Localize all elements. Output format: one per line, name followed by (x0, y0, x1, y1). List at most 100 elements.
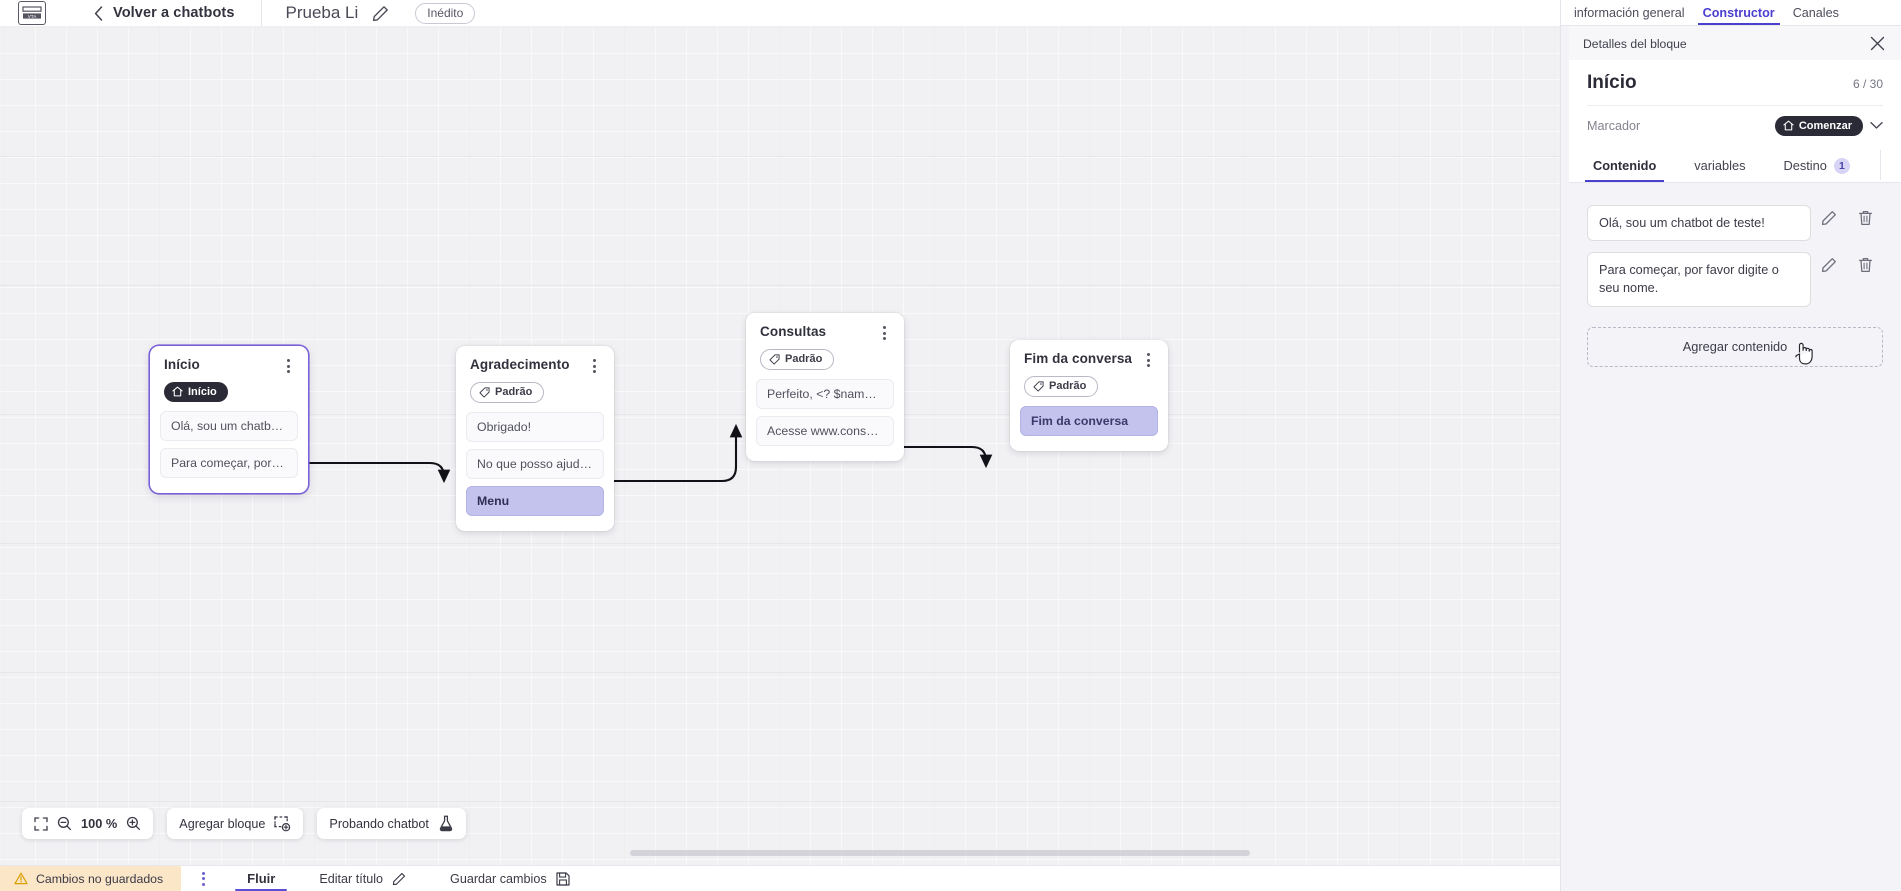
badge-label: Início (188, 385, 217, 398)
node-badge-row: Padrão (1010, 369, 1168, 406)
node-message-end[interactable]: Fim da conversa (1020, 405, 1158, 436)
canvas-horizontal-scrollbar[interactable] (0, 849, 1560, 857)
tab-fluir[interactable]: Fluir (225, 866, 297, 891)
tab-destino-label: Destino (1783, 158, 1827, 173)
badge-label: Padrão (785, 353, 823, 365)
trash-icon[interactable] (1847, 210, 1883, 226)
top-divider (260, 0, 262, 26)
content-text[interactable]: Olá, sou um chatbot de teste! (1587, 204, 1811, 241)
right-panel: información general Constructor Canales … (1560, 0, 1901, 891)
tag-icon (479, 386, 490, 398)
node-message[interactable]: Obrigado! (466, 411, 604, 442)
pencil-icon[interactable] (1811, 257, 1847, 273)
node-header: Agradecimento (456, 346, 614, 375)
warning-icon (14, 872, 28, 885)
node-message[interactable]: Perfeito, <? $name ?>! (756, 378, 894, 409)
vtex-logo: VTA (18, 1, 46, 25)
badge-default[interactable]: Padrão (1024, 376, 1099, 397)
pencil-icon[interactable] (372, 5, 389, 22)
node-menu-icon[interactable] (280, 357, 296, 375)
flow-node-agradecimento[interactable]: Agradecimento Padrão Obrigado! No que po… (456, 346, 614, 531)
trash-icon[interactable] (1847, 257, 1883, 273)
node-message[interactable]: Para começar, por favor digite o ... (160, 448, 298, 478)
save-icon (556, 871, 570, 886)
marker-label: Marcador (1587, 118, 1641, 133)
scrollbar-thumb[interactable] (630, 850, 1250, 856)
back-chevron-icon[interactable] (94, 5, 103, 21)
fit-screen-icon[interactable] (34, 816, 48, 831)
node-menu-icon[interactable] (876, 324, 892, 342)
tab-constructor[interactable]: Constructor (1694, 6, 1784, 25)
flow-node-inicio[interactable]: Início Início Olá, sou um chatbot de tes… (150, 346, 308, 493)
tab-canales[interactable]: Canales (1792, 6, 1839, 20)
marker-badge[interactable]: Comenzar (1774, 116, 1863, 136)
flow-node-fim-da-conversa[interactable]: Fim da conversa Padrão Fim da conversa (1010, 340, 1168, 451)
badge-default[interactable]: Padrão (760, 349, 835, 370)
node-menu-icon[interactable] (1140, 351, 1156, 369)
marker-control[interactable]: Comenzar (1774, 116, 1883, 136)
destino-count-badge: 1 (1833, 157, 1850, 174)
status-badge[interactable]: Inédito (415, 2, 476, 24)
zoom-out-icon[interactable] (57, 816, 72, 831)
edit-title-button[interactable]: Editar título (297, 866, 428, 891)
content-row: Para começar, por favor digite o seu nom… (1587, 251, 1883, 307)
tab-fluir-label: Fluir (247, 871, 276, 886)
flow-canvas[interactable]: Início Início Olá, sou um chatbot de tes… (0, 26, 1560, 865)
canvas-toolbar: 100 % Agregar bloque Probando chatbo (22, 808, 466, 839)
panel-header: Detalles del bloque (1569, 26, 1901, 60)
tab-contenido[interactable]: Contenido (1585, 149, 1665, 182)
zoom-controls: 100 % (22, 808, 154, 839)
edit-title-label: Editar título (319, 871, 384, 886)
home-icon (1783, 120, 1794, 131)
flow-node-consultas[interactable]: Consultas Padrão Perfeito, <? $name ?>! … (746, 313, 904, 461)
bot-name: Prueba Li (285, 3, 359, 22)
flask-icon (438, 815, 454, 832)
tag-icon (769, 353, 780, 365)
block-details-panel: Detalles del bloque Início 6 / 30 Marcad… (1569, 26, 1901, 891)
close-icon[interactable] (1870, 36, 1885, 51)
content-text[interactable]: Para começar, por favor digite o seu nom… (1587, 251, 1811, 307)
content-list: Olá, sou um chatbot de teste! (1569, 183, 1901, 307)
save-changes-button[interactable]: Guardar cambios (428, 866, 592, 891)
node-message[interactable]: No que posso ajudar, <? $name ... (466, 448, 604, 479)
unsaved-changes-badge: Cambios no guardados (0, 866, 182, 891)
tab-variables[interactable]: variables (1686, 149, 1753, 181)
add-block-button[interactable]: Agregar bloque (167, 808, 304, 839)
save-changes-label: Guardar cambios (450, 871, 547, 886)
node-badge-row: Início (150, 375, 308, 411)
tab-variables-label: variables (1694, 158, 1746, 173)
node-badge-row: Padrão (456, 375, 614, 412)
right-panel-tabs: información general Constructor Canales (1561, 0, 1901, 26)
node-header: Fim da conversa (1010, 340, 1168, 369)
svg-text:VTA: VTA (28, 14, 38, 19)
node-title: Consultas (760, 324, 827, 339)
tag-icon (1033, 380, 1044, 392)
panel-header-title: Detalles del bloque (1583, 36, 1687, 51)
add-content-button[interactable]: Agregar contenido (1587, 326, 1883, 367)
node-message-menu[interactable]: Menu (466, 485, 604, 516)
panel-tabs-menu-icon[interactable] (1879, 150, 1901, 180)
badge-start[interactable]: Início (164, 382, 228, 402)
node-header: Início (150, 346, 308, 375)
status-bar: Cambios no guardados Fluir Editar título… (0, 865, 1560, 891)
node-badge-row: Padrão (746, 342, 904, 379)
add-block-label: Agregar bloque (179, 816, 266, 831)
node-title: Início (164, 357, 200, 372)
badge-label: Padrão (1049, 380, 1087, 392)
node-title: Fim da conversa (1024, 351, 1133, 366)
content-row-actions (1811, 205, 1883, 226)
badge-default[interactable]: Padrão (470, 382, 545, 403)
pencil-icon (392, 872, 406, 886)
tab-destino[interactable]: Destino 1 (1775, 149, 1857, 182)
tab-informacion-general[interactable]: información general (1574, 6, 1685, 20)
marker-row: Marcador Comenzar (1587, 105, 1883, 149)
status-menu-icon[interactable] (181, 866, 225, 891)
back-to-chatbots-link[interactable]: Volver a chatbots (113, 5, 235, 21)
node-message[interactable]: Acesse www.consultas.com par... (756, 415, 894, 446)
zoom-in-icon[interactable] (126, 816, 141, 831)
node-message[interactable]: Olá, sou um chatbot de teste! (160, 411, 298, 441)
pencil-icon[interactable] (1811, 210, 1847, 226)
node-menu-icon[interactable] (586, 357, 602, 375)
chevron-down-icon[interactable] (1870, 121, 1883, 130)
test-chatbot-button[interactable]: Probando chatbot (317, 808, 466, 839)
